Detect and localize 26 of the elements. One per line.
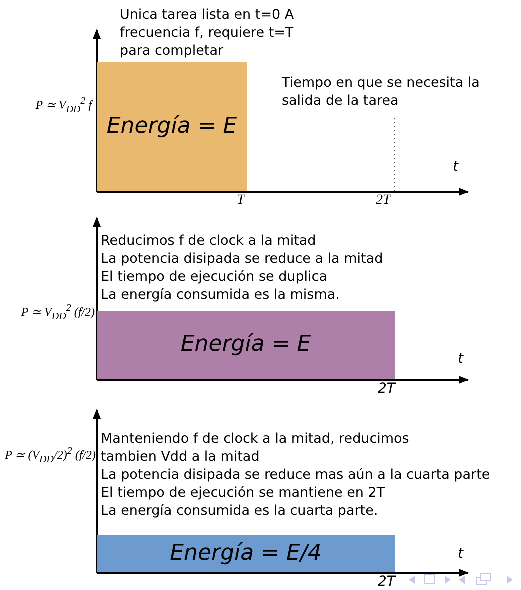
- energy-label: Energía = E/4: [170, 540, 322, 566]
- description-text: La potencia disipada se reduce mas aún a la cuarta parte: [101, 466, 490, 484]
- tick-label: 2T: [378, 573, 396, 590]
- description-text: Manteniendo f de clock a la mitad, reducimos tambien Vdd a la mitad: [101, 430, 410, 466]
- power-formula: P ≃ V$_{DD}$$^{2}$ (f/2): [21, 302, 95, 324]
- description-text: La energía consumida es la cuarta parte.: [101, 502, 378, 520]
- description-text: La energía consumida es la misma.: [101, 286, 340, 304]
- note-text: Tiempo en que se necesita la salida de la tarea: [282, 74, 481, 110]
- energy-label: Energía = E: [180, 332, 312, 358]
- power-formula: P ≃ (V$_{DD}$/2)$^{2}$ (f/2): [5, 445, 96, 468]
- axis-label: t: [458, 545, 464, 563]
- axis-label: t: [453, 158, 458, 176]
- tick-label: 2T: [378, 380, 396, 398]
- power-formula: P ≃ V$_{DD}$$^{2}$ f: [36, 95, 92, 118]
- description-text: Unica tarea lista en t=0 A frecuencia f, requiere t=T para completar: [120, 6, 296, 60]
- energy-area: [97, 535, 395, 572]
- energy-area: [97, 311, 395, 379]
- energy-area: [97, 62, 247, 191]
- tick-label: 2T: [376, 192, 391, 210]
- description-text: El tiempo de ejecución se duplica: [101, 268, 328, 286]
- tick-label: T: [237, 192, 245, 210]
- description-text: Reducimos f de clock a la mitad: [101, 232, 316, 250]
- description-text: El tiempo de ejecución se mantiene en 2T: [101, 484, 386, 502]
- energy-label: Energía = E: [106, 114, 238, 140]
- axis-label: t: [458, 350, 464, 368]
- description-text: La potencia disipada se reduce a la mitad: [101, 250, 384, 268]
